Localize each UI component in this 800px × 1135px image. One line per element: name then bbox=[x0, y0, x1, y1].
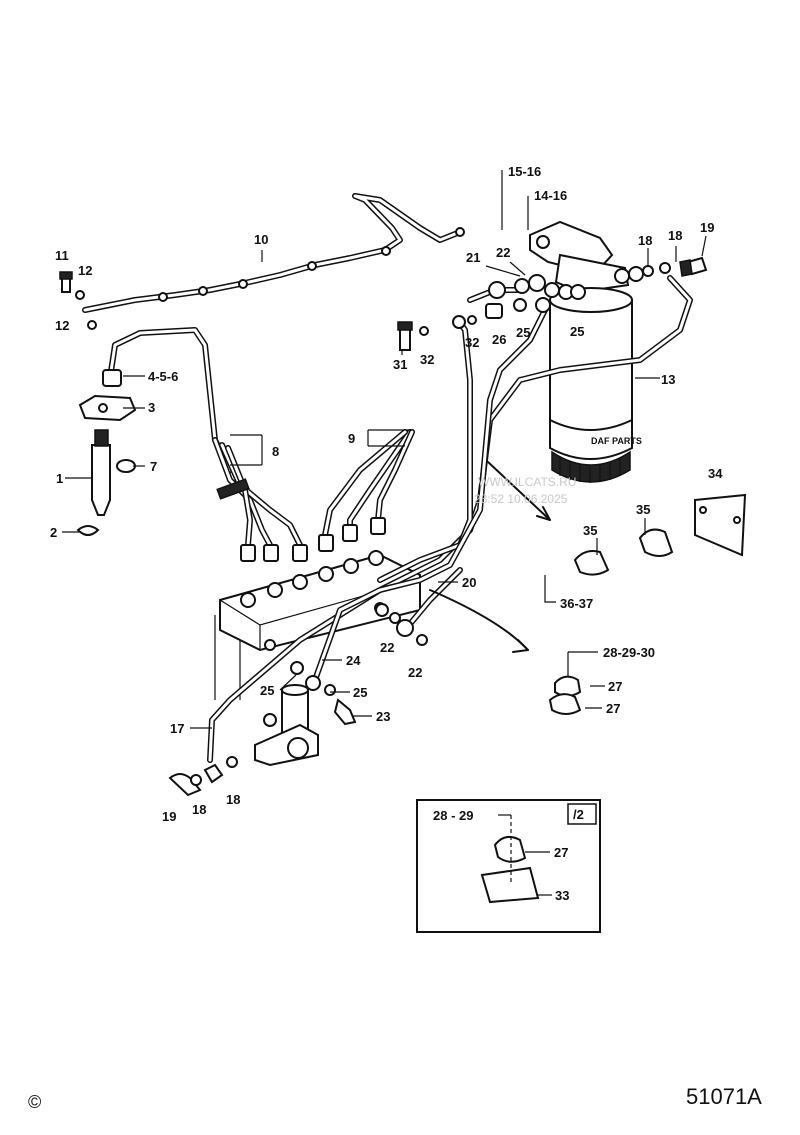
callout-18-d: 18 bbox=[226, 792, 240, 807]
callout-25-d: 25 bbox=[353, 685, 367, 700]
copyright-symbol: © bbox=[28, 1092, 41, 1112]
callout-27-b: 27 bbox=[606, 701, 620, 716]
callout-10: 10 bbox=[254, 232, 268, 247]
filter-brand-label: DAF PARTS bbox=[591, 436, 642, 446]
callout-34: 34 bbox=[708, 466, 723, 481]
injection-lines-8 bbox=[212, 437, 308, 562]
callout-35-b: 35 bbox=[636, 502, 650, 517]
callout-11: 11 bbox=[55, 248, 69, 263]
callout-12-top: 12 bbox=[78, 263, 92, 278]
callout-12-left: 12 bbox=[55, 318, 69, 333]
callout-25-a: 25 bbox=[516, 325, 530, 340]
washer-12b bbox=[87, 320, 97, 330]
callout-35-a: 35 bbox=[583, 523, 597, 538]
callout-32-a: 32 bbox=[420, 352, 434, 367]
callout-9: 9 bbox=[348, 431, 355, 446]
callout-8: 8 bbox=[272, 444, 279, 459]
callout-14-16: 14-16 bbox=[534, 188, 567, 203]
detail-inset-2: /2 bbox=[416, 799, 601, 933]
callout-18-a: 18 bbox=[638, 233, 652, 248]
callout-23: 23 bbox=[376, 709, 390, 724]
callout-3: 3 bbox=[148, 400, 155, 415]
callout-27-c: 27 bbox=[554, 845, 568, 860]
inset-tag: /2 bbox=[573, 807, 584, 822]
callout-26: 26 bbox=[492, 332, 506, 347]
callout-36-37: 36-37 bbox=[560, 596, 593, 611]
callout-18-c: 18 bbox=[192, 802, 206, 817]
callout-17: 17 bbox=[170, 721, 184, 736]
callout-7: 7 bbox=[150, 459, 157, 474]
callout-33: 33 bbox=[555, 888, 569, 903]
callout-22-low: 22 bbox=[408, 665, 422, 680]
injection-lines-9 bbox=[318, 429, 415, 552]
callout-2: 2 bbox=[50, 525, 57, 540]
callout-18-b: 18 bbox=[668, 228, 682, 243]
callout-22-mid: 22 bbox=[380, 640, 394, 655]
clip-27 bbox=[548, 675, 582, 715]
callout-32-b: 32 bbox=[465, 335, 479, 350]
callout-22-top: 22 bbox=[496, 245, 510, 260]
injector-assembly bbox=[76, 327, 233, 536]
callout-24: 24 bbox=[346, 653, 361, 668]
callout-20: 20 bbox=[462, 575, 476, 590]
callout-19-bottom: 19 bbox=[162, 809, 176, 824]
callout-4-5-6: 4-5-6 bbox=[148, 369, 178, 384]
callout-13: 13 bbox=[661, 372, 675, 387]
feed-pump bbox=[168, 684, 319, 797]
callout-labels: 15-16 14-16 10 11 12 12 21 22 18 18 19 4… bbox=[50, 164, 723, 903]
clip-35 bbox=[573, 528, 674, 576]
callout-25-b: 25 bbox=[570, 324, 584, 339]
callout-15-16: 15-16 bbox=[508, 164, 541, 179]
callout-25-c: 25 bbox=[260, 683, 274, 698]
clamp-plate-34 bbox=[694, 493, 747, 557]
drawing-number: 51071A bbox=[686, 1084, 762, 1109]
fuel-filter-assembly: DAF PARTS bbox=[528, 220, 644, 483]
watermark-timestamp: 23:52 10.06.2025 bbox=[474, 492, 568, 506]
leak-off-pipe-10 bbox=[82, 193, 465, 313]
callout-19-top: 19 bbox=[700, 220, 714, 235]
leader-lines bbox=[62, 170, 707, 896]
callout-28-29: 28 - 29 bbox=[433, 808, 473, 823]
banjo-fittings-pump bbox=[290, 603, 428, 726]
watermark-site: WWW.ILCATS.RU bbox=[478, 475, 576, 489]
washer-12 bbox=[75, 290, 85, 300]
callout-1: 1 bbox=[56, 471, 63, 486]
banjo-bolt-11 bbox=[59, 271, 73, 293]
callout-27-a: 27 bbox=[608, 679, 622, 694]
callout-31: 31 bbox=[393, 357, 407, 372]
callout-21: 21 bbox=[466, 250, 480, 265]
banjo-fittings-filter bbox=[397, 256, 708, 351]
fuel-pipe-24 bbox=[312, 307, 548, 683]
callout-28-29-30: 28-29-30 bbox=[603, 645, 655, 660]
direction-arrows bbox=[429, 461, 551, 653]
